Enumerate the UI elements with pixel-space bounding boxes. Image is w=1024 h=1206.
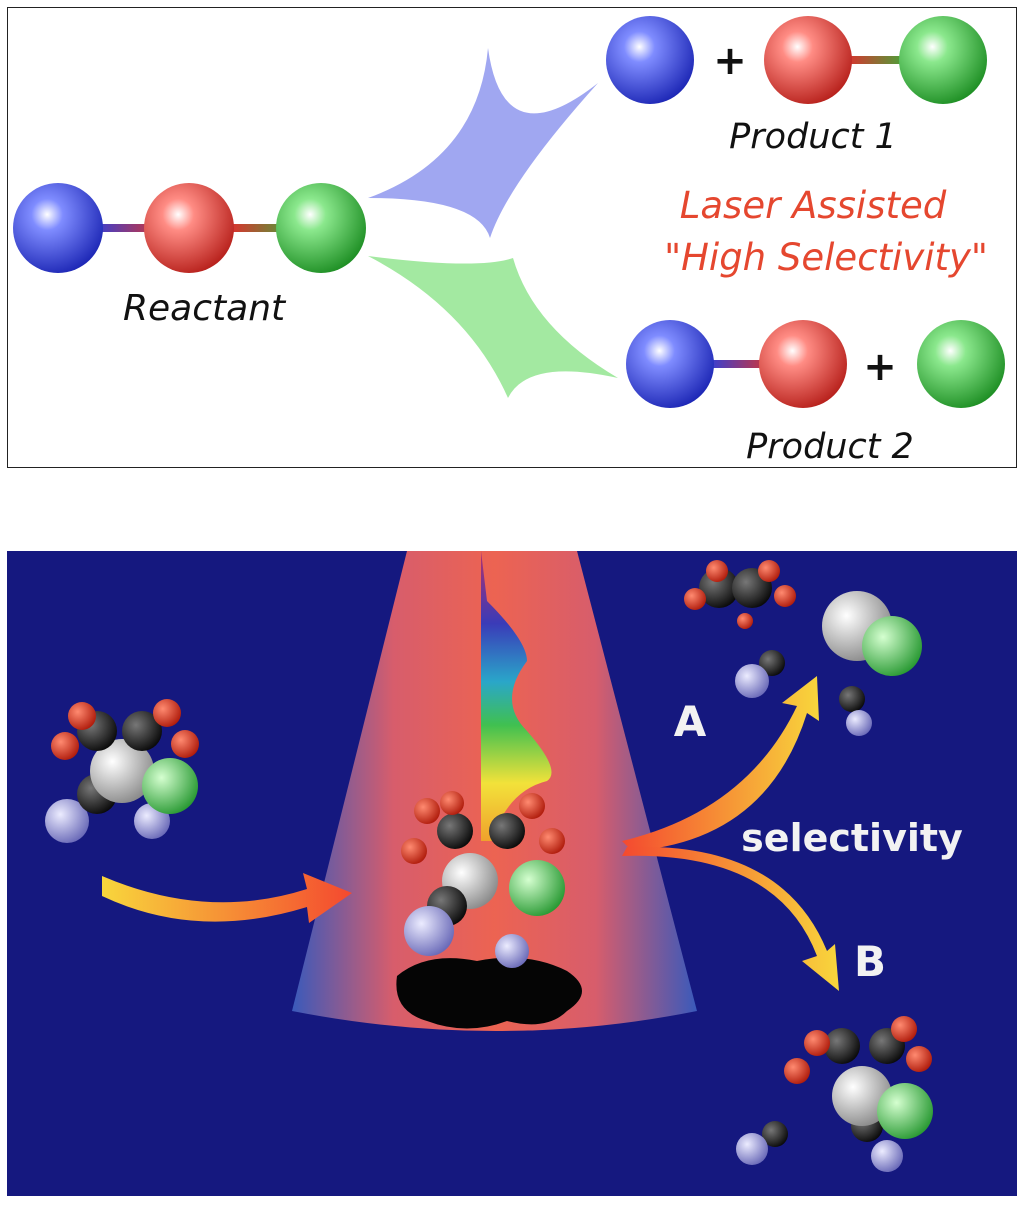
product2-molecules: + xyxy=(626,320,1005,408)
green-atom xyxy=(917,320,1005,408)
red-atom xyxy=(144,183,234,273)
product-a-molecules-icon xyxy=(684,560,922,736)
blue-atom xyxy=(606,16,694,104)
excited-molecule-icon xyxy=(401,791,565,968)
shadow-icon xyxy=(396,957,582,1029)
product1-label: Product 1 xyxy=(729,117,897,157)
product2-label: Product 2 xyxy=(746,427,914,466)
caption-line2: "High Selectivity" xyxy=(664,236,988,279)
laser-reaction-illustration: A B selectivity xyxy=(45,551,963,1172)
label-a: A xyxy=(674,697,707,746)
reactant-label: Reactant xyxy=(123,288,287,329)
incoming-arrow-icon xyxy=(102,873,352,923)
red-atom xyxy=(759,320,847,408)
green-atom xyxy=(276,183,366,273)
label-b: B xyxy=(854,937,886,986)
top-diagram-panel: Reactant + Product 1 Laser Assisted "Hig… xyxy=(7,7,1017,468)
laser-pulse-waveform xyxy=(481,551,552,841)
selectivity-label: selectivity xyxy=(741,816,963,860)
blue-atom xyxy=(626,320,714,408)
red-atom xyxy=(764,16,852,104)
arrow-a-icon xyxy=(622,676,819,851)
reactant-molecule-icon xyxy=(45,699,199,843)
product-b-molecules-icon xyxy=(736,1016,933,1172)
green-atom xyxy=(899,16,987,104)
green-laser-pulse xyxy=(368,256,618,398)
blue-laser-pulse xyxy=(368,48,598,238)
plus-sign: + xyxy=(713,38,747,84)
caption-line1: Laser Assisted xyxy=(680,184,947,227)
bottom-illustration-panel: A B selectivity xyxy=(7,551,1017,1196)
product1-molecules: + xyxy=(606,16,987,104)
plus-sign: + xyxy=(863,344,897,390)
selectivity-diagram: Reactant + Product 1 Laser Assisted "Hig… xyxy=(13,16,1005,466)
blue-atom xyxy=(13,183,103,273)
reactant-molecule xyxy=(13,183,366,273)
